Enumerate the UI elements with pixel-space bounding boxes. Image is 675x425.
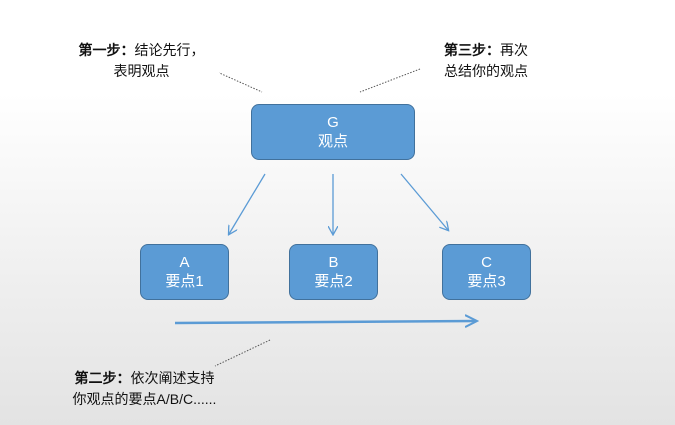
- step3-text: 再次: [500, 42, 528, 58]
- node-c-point3: C 要点3: [442, 244, 531, 300]
- node-b-point2: B 要点2: [289, 244, 378, 300]
- step1-note: 第一步：结论先行， 表明观点: [64, 38, 219, 86]
- step3-note: 第三步：再次 总结你的观点: [430, 38, 542, 86]
- progress-arrow: [174, 321, 476, 323]
- node-g-label: 观点: [317, 133, 348, 150]
- arrow-g-to-a: [229, 173, 266, 234]
- leader-line-step3: [359, 68, 421, 93]
- node-c-label: 要点3: [467, 273, 506, 290]
- step1-text: 结论先行，: [134, 42, 205, 58]
- step2-note: 第二步：依次阐述支持 你观点的要点A/B/C......: [52, 366, 237, 410]
- leader-line-step1: [214, 70, 263, 93]
- node-b-label: 要点2: [314, 273, 353, 290]
- step3-text-line2: 总结你的观点: [444, 63, 528, 79]
- step2-text: 依次阐述支持: [130, 370, 215, 386]
- node-c-letter: C: [481, 254, 492, 271]
- step2-text-line2: 你观点的要点A/B/C......: [72, 391, 217, 407]
- node-a-letter: A: [179, 254, 190, 271]
- node-g-viewpoint: G 观点: [251, 104, 415, 160]
- step3-label: 第三步：: [444, 42, 500, 58]
- step2-label: 第二步：: [74, 370, 131, 386]
- arrow-g-to-c: [400, 173, 448, 230]
- node-a-label: 要点1: [165, 273, 204, 290]
- step1-text-line2: 表明观点: [113, 63, 170, 79]
- node-b-letter: B: [328, 254, 339, 271]
- node-g-letter: G: [327, 114, 339, 131]
- node-a-point1: A 要点1: [140, 244, 229, 300]
- step1-label: 第一步：: [78, 42, 135, 58]
- leader-line-step2: [214, 339, 271, 367]
